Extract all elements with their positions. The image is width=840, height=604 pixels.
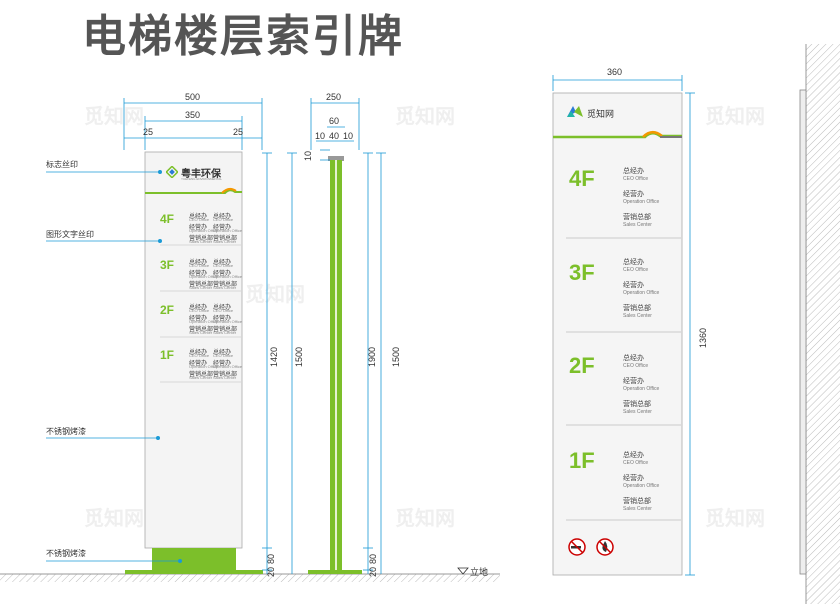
front-sign-panel — [144, 151, 243, 549]
dim-1420: 1420 — [269, 346, 280, 368]
dim-40: 40 — [329, 131, 340, 141]
dim-1500-side: 1500 — [391, 346, 402, 368]
no-fire-icon — [596, 538, 614, 556]
dim-1360: 1360 — [698, 327, 709, 349]
watermark: 觅知网 — [84, 106, 144, 128]
side-plate — [308, 570, 362, 574]
no-smoking-icon — [568, 538, 586, 556]
right-sign-panel — [552, 92, 683, 576]
watermark: 觅知网 — [705, 106, 765, 128]
front-logo-sub: YUEFENG ENVIRONMENTAL — [181, 177, 222, 181]
dim-500: 500 — [185, 92, 201, 102]
callout-steel-base: 不锈钢烤漆 — [46, 549, 86, 558]
front-sign-base — [152, 548, 236, 570]
right-floor-label: 1F — [569, 448, 595, 473]
dim-350: 350 — [185, 110, 201, 120]
ground-label: 立地 — [470, 567, 489, 577]
front-swoosh-orange — [221, 187, 237, 194]
dim-1900: 1900 — [367, 346, 378, 368]
brand-logo-icon — [567, 106, 583, 117]
ground-hatch — [0, 574, 500, 582]
watermark: 觅知网 — [395, 106, 455, 128]
front-floor-label: 2F — [160, 303, 175, 317]
dim-60: 60 — [329, 116, 340, 126]
dim-80-side: 80 — [368, 553, 379, 565]
watermark: 觅知网 — [705, 508, 765, 530]
dim-1500: 1500 — [294, 346, 305, 368]
front-logo-text: 粤丰环保 — [181, 169, 221, 180]
dim-360: 360 — [607, 67, 623, 77]
dim-250: 250 — [326, 92, 342, 102]
right-floor-label: 4F — [569, 166, 595, 191]
watermark: 觅知网 — [395, 508, 455, 530]
callout-logo-print: 标志丝印 — [46, 160, 78, 169]
dim-10-top: 10 — [303, 150, 314, 162]
right-floor-label: 2F — [569, 353, 595, 378]
dim-20: 20 — [266, 566, 277, 578]
dim-20-side: 20 — [368, 566, 379, 578]
watermark: 觅知网 — [245, 284, 305, 306]
dim-25-left: 25 — [143, 127, 154, 137]
wall-mount-profile — [799, 89, 807, 575]
watermark: 觅知网 — [84, 508, 144, 530]
right-floor-label: 3F — [569, 260, 595, 285]
front-floor-label: 1F — [160, 348, 175, 362]
front-floor-label: 3F — [160, 258, 175, 272]
front-logo-icon — [165, 165, 179, 179]
right-brand-name: 觅知网 — [587, 109, 615, 119]
dim-25-right: 25 — [233, 127, 244, 137]
front-sign-plate — [125, 570, 263, 574]
front-floor-label: 4F — [160, 212, 175, 226]
callout-graphic-print: 图形文字丝印 — [46, 230, 94, 239]
dim-10-right: 10 — [343, 131, 354, 141]
front-swoosh-green — [145, 189, 242, 194]
dim-10-left: 10 — [315, 131, 326, 141]
side-cap — [328, 156, 344, 161]
callout-steel-body: 不锈钢烤漆 — [46, 427, 86, 436]
dim-80: 80 — [266, 553, 277, 565]
ground-marker — [457, 567, 469, 575]
page-title: 电梯楼层索引牌 — [82, 11, 404, 62]
